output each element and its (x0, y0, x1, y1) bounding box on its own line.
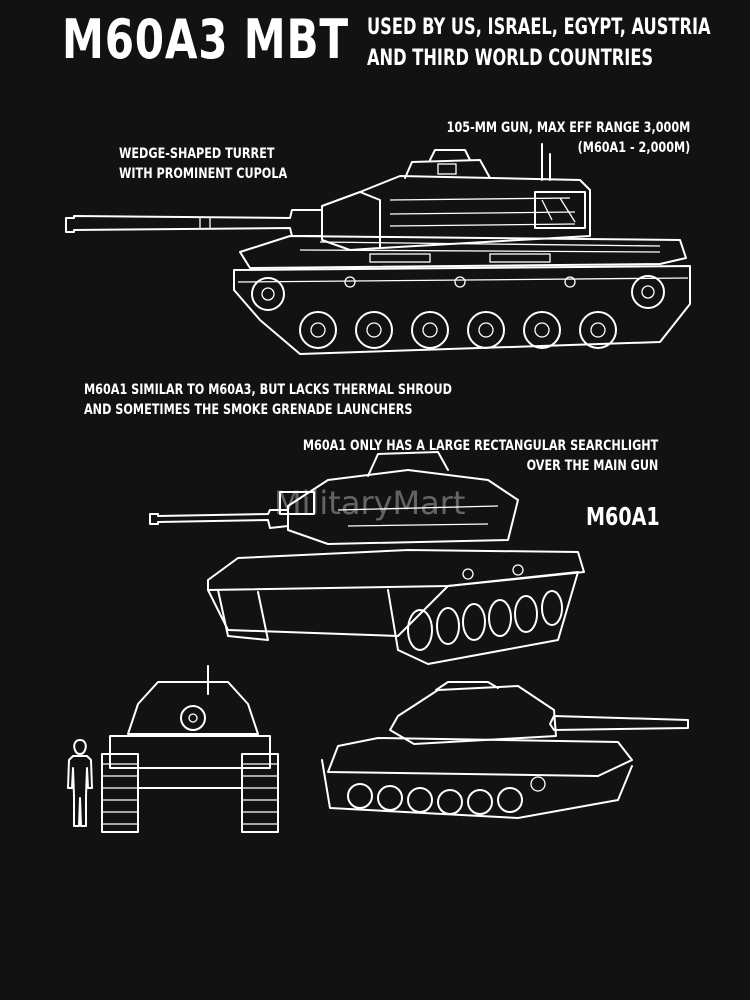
m60a1-perspective-view (149, 451, 585, 665)
m60a1-note-line-2: AND SOMETIMES THE SMOKE GRENADE LAUNCHER… (84, 402, 413, 418)
road-wheels-rear-view (347, 783, 523, 815)
usage-subtitle: USED BY US, ISRAEL, EGYPT, AUSTRIA AND T… (367, 12, 711, 74)
page-title: M60A3 MBT (62, 8, 349, 71)
gun-note-line-2: (M60A1 - 2,000M) (577, 140, 690, 156)
road-wheels (251, 275, 665, 349)
m60a1-note-line-1: M60A1 SIMILAR TO M60A3, BUT LACKS THERMA… (84, 382, 452, 398)
subtitle-line-1: USED BY US, ISRAEL, EGYPT, AUSTRIA (367, 15, 711, 40)
turret-note: WEDGE-SHAPED TURRET WITH PROMINENT CUPOL… (119, 144, 287, 184)
m60a1-label: M60A1 (586, 502, 660, 531)
searchlight-note-line-2: OVER THE MAIN GUN (526, 458, 658, 474)
m60a1-comparison-note: M60A1 SIMILAR TO M60A3, BUT LACKS THERMA… (84, 380, 452, 420)
searchlight-note: M60A1 ONLY HAS A LARGE RECTANGULAR SEARC… (303, 436, 658, 476)
gun-note-line-1: 105-MM GUN, MAX EFF RANGE 3,000M (446, 120, 690, 136)
searchlight-note-line-1: M60A1 ONLY HAS A LARGE RECTANGULAR SEARC… (302, 438, 658, 454)
human-scale-silhouette (67, 739, 93, 827)
gun-note: 105-MM GUN, MAX EFF RANGE 3,000M (M60A1 … (446, 118, 690, 158)
turret-note-line-2: WITH PROMINENT CUPOLA (119, 166, 288, 182)
m60a3-side-view (65, 143, 691, 355)
subtitle-line-2: AND THIRD WORLD COUNTRIES (367, 46, 654, 71)
road-wheels-perspective (407, 590, 563, 651)
watermark: MilitaryMart (274, 484, 466, 522)
front-view (101, 665, 279, 833)
turret-note-line-1: WEDGE-SHAPED TURRET (119, 146, 275, 162)
rear-quarter-view (321, 681, 689, 819)
